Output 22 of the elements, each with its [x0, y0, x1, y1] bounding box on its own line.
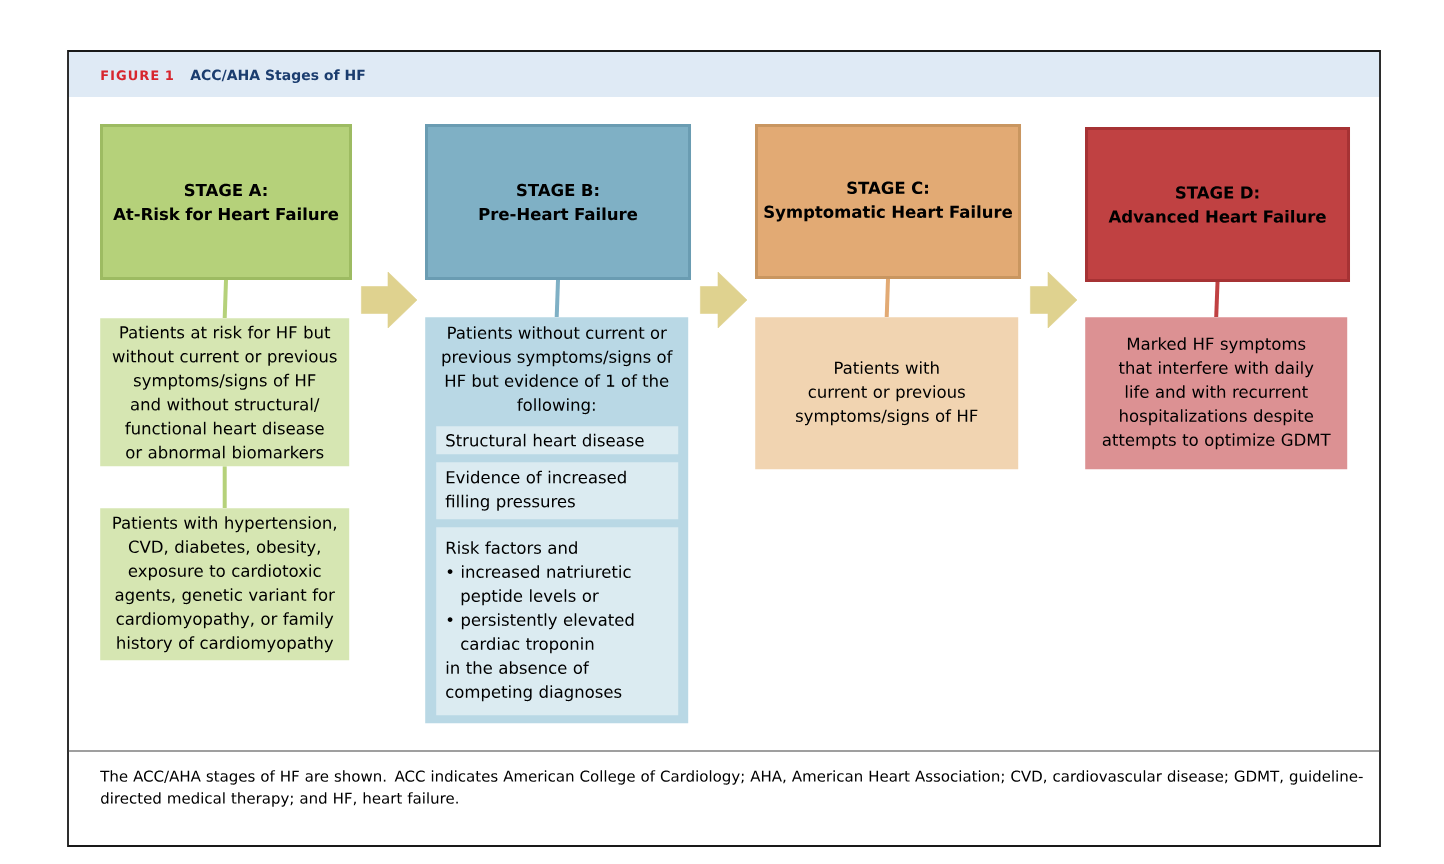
description-box: Marked HF symptoms that interfere with daily life and with recurrent hospitalizations despite attempts to optimize GDMT [1085, 317, 1348, 470]
criterion-box: Structural heart disease [436, 426, 679, 455]
description-box: Patients with current or previous symptoms/signs of HF [755, 317, 1019, 470]
description-box: Patients at risk for HF but without current or previous symptoms/signs of HF and without structural/ functional heart disease or abnormal biomarkers [100, 318, 350, 467]
figure-title: ACC/AHA Stages of HF [190, 69, 365, 83]
connector-line [222, 466, 227, 508]
connector-line [1214, 281, 1220, 318]
stage-box: STAGE C: Symptomatic Heart Failure [755, 124, 1021, 279]
criterion-box: Risk factors and • increased natriuretic peptide levels or • persistently elevated cardiac troponin in the absence of competing diagnoses [436, 527, 679, 716]
stage-box: STAGE B: Pre-Heart Failure [425, 124, 691, 280]
figure-number: FIGURE 1 [101, 70, 173, 81]
caption-text: The ACC/AHA stages of HF are shown. ACC indicates American College of Cardiology; AHA, American Heart Association; CVD, cardiovascular disease; GDMT, guideline-directed medical therapy; and HF, heart failure. [100, 770, 1363, 807]
stage-box: STAGE D: Advanced Heart Failure [1085, 127, 1350, 282]
block-arrow [700, 271, 748, 329]
description-box: Patients with hypertension, CVD, diabetes, obesity, exposure to cardiotoxic agents, genetic variant for cardiomyopathy, or family history of cardiomyopathy [100, 508, 350, 661]
connector-line [884, 278, 890, 318]
block-arrow [1030, 271, 1078, 329]
stage-box: STAGE A: At-Risk for Heart Failure [100, 124, 352, 280]
criterion-box: Evidence of increased filling pressures [436, 462, 679, 520]
connector-line [222, 279, 228, 319]
block-arrow [361, 271, 418, 329]
connector-line [554, 279, 560, 318]
